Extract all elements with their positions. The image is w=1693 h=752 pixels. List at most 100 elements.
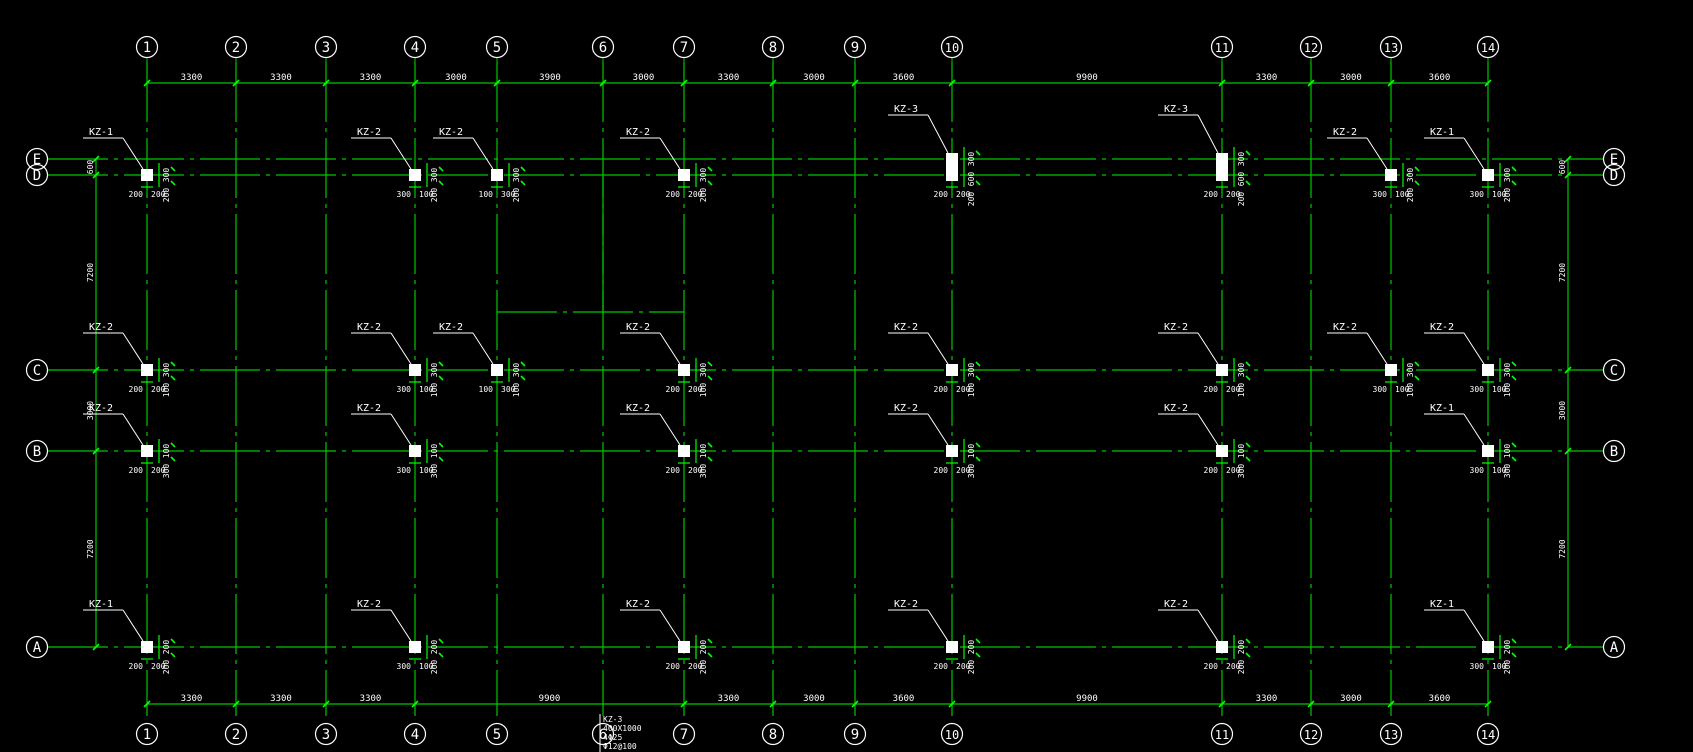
axis-bubble-bottom-7-label: 7 [680,727,688,743]
note-line-2: 4Φ25 [603,733,622,742]
column-side-dim: 300 [967,363,976,378]
column-dim-right: 100 [1395,190,1410,199]
column-leader [472,137,494,170]
axis-bubble-left-C-label: C [33,363,41,379]
column-rect [491,169,503,181]
column-leader [122,332,144,365]
column-side-dim: 600 [967,172,976,187]
column-dim-left: 300 [397,385,412,394]
column-dim-right: 200 [688,385,703,394]
column-side-ticks [1511,638,1517,658]
column-side-ticks [170,166,176,186]
column-side-dim: 200 [967,660,976,675]
column-side-dim: 100 [162,444,171,459]
column-dim-right: 200 [688,662,703,671]
column-dim-left: 200 [129,466,144,475]
dim-label-top: 3300 [718,73,740,83]
axis-bubble-top-10-label: 10 [945,41,959,55]
axis-bubble-top-7-circle [672,35,696,59]
dim-tick [769,79,777,87]
axis-bubble-top-14-label: 14 [1481,41,1495,55]
axis-bubble-right-C-label: C [1610,363,1618,379]
column-side-ticks [438,166,444,186]
column-side-dim: 200 [1503,660,1512,675]
column-side-dim: 200 [1237,640,1246,655]
dim-label-top: 9900 [1076,73,1098,83]
note-line-0: KZ-3 [603,715,622,724]
column-side-dim: 300 [162,168,171,183]
axis-bubble-top-13-circle [1379,35,1403,59]
column-side-dim: 100 [1503,444,1512,459]
column-dim-left: 300 [1470,466,1485,475]
column-side-dim: 300 [1503,363,1512,378]
axis-bubble-right-E: E [1602,147,1626,171]
column-dim-left: 200 [934,662,949,671]
dim-tick [1484,700,1492,708]
column-dim-right: 200 [956,662,971,671]
column-label: KZ-2 [894,403,918,414]
column-side-dim: 200 [430,640,439,655]
axis-bubble-top-10-circle [940,35,964,59]
column-side-dim: 300 [699,168,708,183]
column-leader [927,413,949,446]
column-label: KZ-1 [1430,403,1454,414]
column-dim-left: 300 [397,190,412,199]
dim-label-top: 3300 [1256,73,1278,83]
column-leader [472,332,494,365]
column-rect [1216,641,1228,653]
axis-bubble-bottom-12: 12 [1299,722,1323,746]
column-leader [927,114,949,154]
column-side-dim: 200 [430,188,439,203]
column-rect [141,445,153,457]
axis-bubble-top-2-label: 2 [232,40,240,56]
column-side-dim: 200 [699,640,708,655]
column-label: KZ-2 [1164,322,1188,333]
column-side-dim: 300 [1406,363,1415,378]
dim-label-left: 600 [86,160,95,175]
axis-bubble-top-4-circle [403,35,427,59]
dim-label-top: 3000 [1340,73,1362,83]
column-side-dim: 100 [1503,383,1512,398]
column-side-dim: 300 [512,363,521,378]
dim-tick [1484,79,1492,87]
column-side-dim: 100 [1237,383,1246,398]
axis-bubble-top-7: 7 [672,35,696,59]
dim-label-bottom: 3600 [1429,694,1451,704]
column-leader [1463,332,1485,365]
dim-label-right: 7200 [1558,539,1567,558]
dim-label-top: 3600 [1429,73,1451,83]
axis-bubble-top-4-label: 4 [411,40,419,56]
column-label: KZ-2 [357,127,381,138]
column-dim-left: 200 [1204,190,1219,199]
column-rect [1216,153,1228,181]
axis-bubble-bottom-8: 8 [761,722,785,746]
dim-tick [1564,643,1572,651]
column-leader [659,137,681,170]
column-label: KZ-1 [1430,599,1454,610]
column-dim-left: 300 [1470,385,1485,394]
axis-bubble-left-E: E [25,147,49,171]
dim-tick [1218,79,1226,87]
column-side-dim: 100 [699,444,708,459]
axis-bubble-top-7-label: 7 [680,40,688,56]
dim-label-bottom: 9900 [539,694,561,704]
axis-bubble-top-9-circle [843,35,867,59]
column-dim-left: 100 [479,385,494,394]
column-rect [1482,445,1494,457]
column-label: KZ-2 [89,403,113,414]
column-side-dim: 300 [1503,464,1512,479]
axis-bubble-bottom-11-circle [1210,722,1234,746]
column-label: KZ-2 [1164,599,1188,610]
column-side-dim: 300 [1503,168,1512,183]
column-side-dim: 200 [1237,660,1246,675]
